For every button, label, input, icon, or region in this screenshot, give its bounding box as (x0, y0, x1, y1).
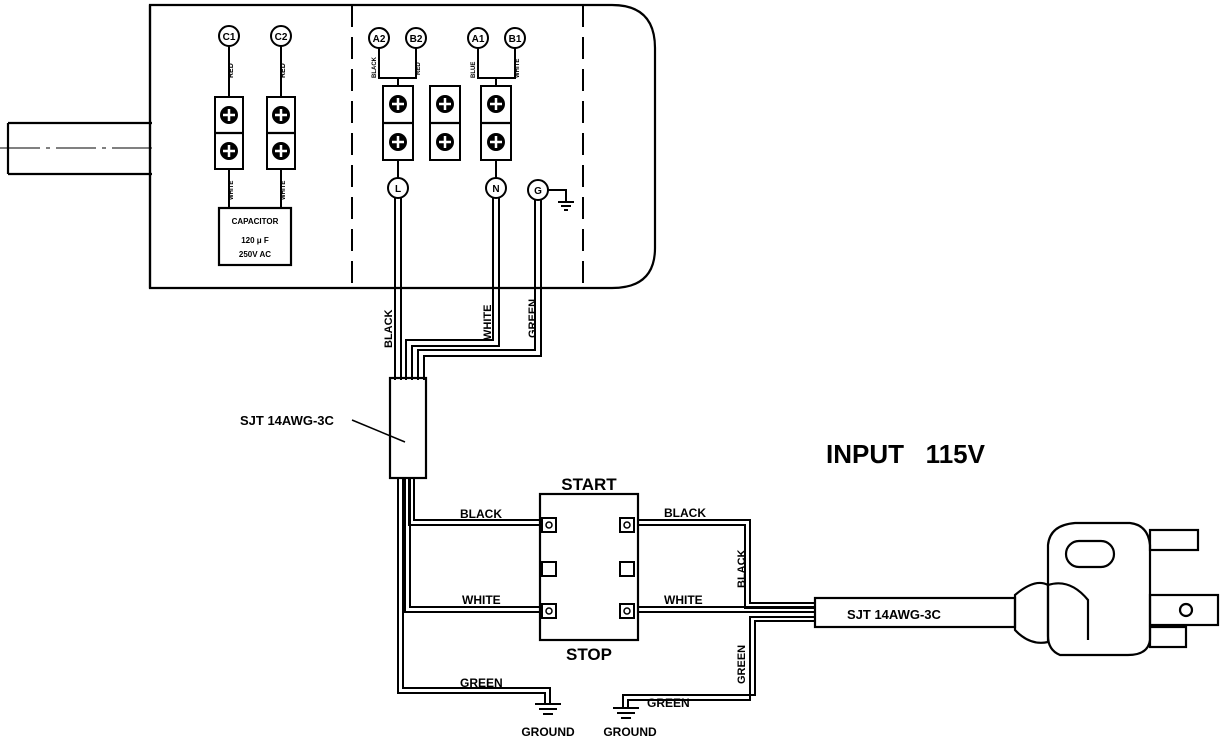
motor-green-wire-label: GREEN (527, 299, 539, 338)
switch-stop-label: STOP (566, 645, 612, 664)
ground-icon (548, 189, 574, 211)
right-black-vertical-label: BLACK (736, 549, 748, 588)
terminal-c2-label: C2 (275, 32, 288, 43)
cable-sleeve (388, 376, 428, 480)
terminal-n-label: N (492, 184, 499, 195)
power-plug-icon (1013, 521, 1220, 657)
c2-bottom-lead-label: WHITE (281, 181, 287, 200)
c1-bottom-lead-label: WHITE (229, 181, 235, 200)
motor-shaft (0, 121, 155, 176)
start-stop-switch: START STOP (538, 475, 640, 664)
a1-lead-label: BLUE (471, 62, 477, 78)
ground-right-label: GROUND (603, 725, 657, 739)
switch-output-wires: BLACK BLACK WHITE GREEN GREEN (622, 506, 815, 710)
ground-icon (535, 703, 561, 715)
switch-terminal-icon (619, 603, 635, 619)
terminal-c1-label: C1 (223, 32, 236, 43)
right-green-vertical-label: GREEN (736, 645, 748, 684)
terminal-g-label: G (534, 186, 542, 197)
terminal-l (387, 177, 409, 199)
cable-label: SJT 14AWG-3C (240, 413, 335, 428)
a2-lead-label: BLACK (372, 56, 378, 78)
switch-left-white-label: WHITE (462, 593, 501, 607)
switch-terminal-icon (619, 561, 635, 577)
cable-leader-line (351, 419, 406, 443)
motor-black-wire-label: BLACK (383, 309, 395, 348)
terminal-n (485, 177, 507, 199)
b1-lead-label: WHITE (515, 59, 521, 78)
switch-right-black-label: BLACK (664, 506, 706, 520)
input-cable: SJT 14AWG-3C (813, 596, 1017, 629)
capacitor-voltage: 250V AC (239, 250, 271, 259)
motor-output-wires: BLACK WHITE GREEN (383, 198, 542, 380)
switch-left-black-label: BLACK (460, 507, 502, 521)
capacitor (217, 206, 293, 267)
c1-top-lead-label: RED (228, 63, 235, 78)
b2-lead-label: RED (416, 62, 422, 75)
terminal-b1-label: B1 (509, 34, 522, 45)
main-terminal-section: A2 BLACK B2 RED A1 BLUE B1 WHITE (368, 27, 574, 211)
ground-left-label: GROUND (521, 725, 575, 739)
motor-white-wire-label: WHITE (482, 305, 494, 340)
switch-terminal-icon (541, 603, 557, 619)
switch-start-label: START (561, 475, 617, 494)
ground-left-wire-label: GREEN (460, 676, 503, 690)
c2-top-lead-label: RED (280, 63, 287, 78)
terminal-a1-label: A1 (472, 34, 485, 45)
input-voltage-title: INPUT 115V (826, 439, 986, 469)
terminal-b2-label: B2 (410, 34, 423, 45)
capacitor-title: CAPACITOR (232, 217, 279, 226)
terminal-a2-label: A2 (373, 34, 386, 45)
terminal-l-label: L (395, 184, 401, 195)
ground-icon (613, 707, 639, 719)
switch-terminal-icon (619, 517, 635, 533)
switch-input-wires: BLACK WHITE GREEN (397, 478, 551, 703)
switch-terminal-icon (541, 517, 557, 533)
input-cable-label: SJT 14AWG-3C (847, 607, 942, 622)
capacitor-rating: 120 μ F (241, 236, 269, 245)
switch-right-white-label: WHITE (664, 593, 703, 607)
c1-c2-section: C1 RED WHITE C2 RED WHITE CAPACITOR 120 … (214, 25, 296, 267)
motor-terminal-box (148, 3, 657, 290)
ground-right-wire-label: GREEN (647, 696, 690, 710)
switch-terminal-icon (541, 561, 557, 577)
